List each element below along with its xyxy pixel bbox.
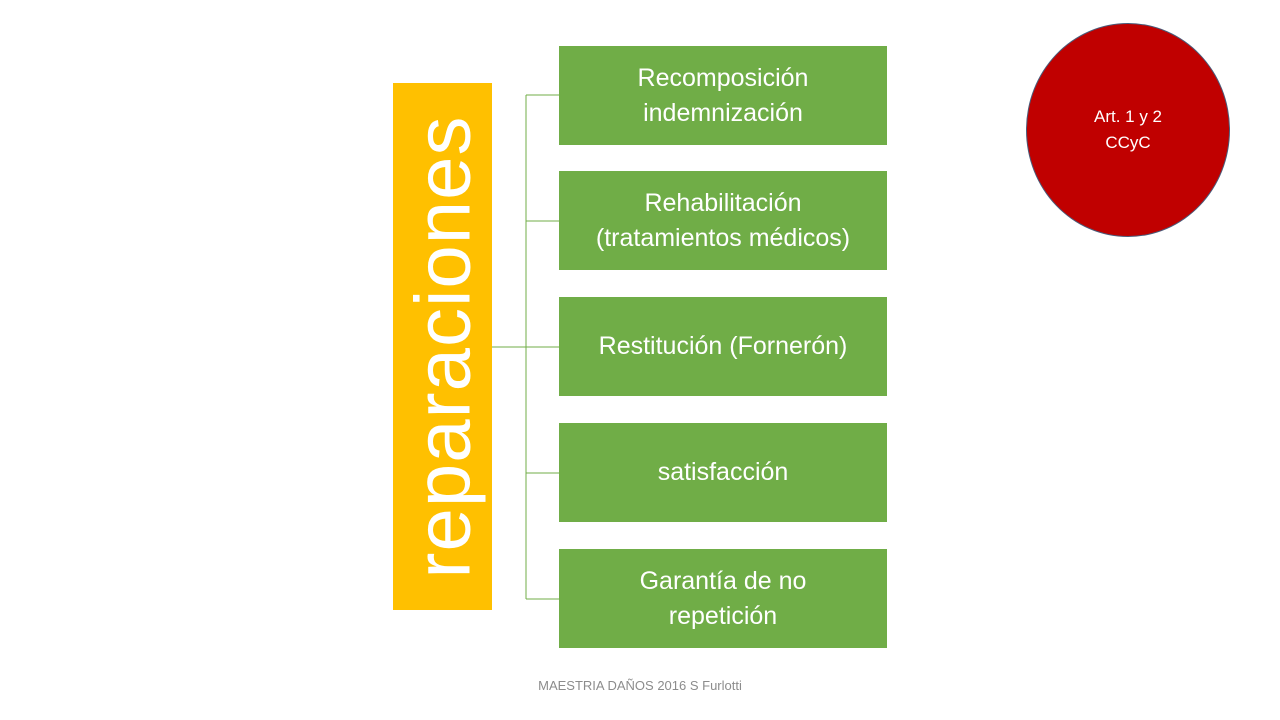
slide-footer: MAESTRIA DAÑOS 2016 S Furlotti (538, 678, 742, 693)
child-node-label: Rehabilitación (tratamientos médicos) (595, 189, 851, 252)
child-node-label: Recomposición indemnización (637, 64, 809, 127)
article-badge: Art. 1 y 2 CCyC (1026, 23, 1230, 237)
article-badge-label: Art. 1 y 2 CCyC (1093, 106, 1163, 152)
root-node-label: reparaciones (398, 115, 487, 578)
child-node-label: satisfacción (657, 458, 789, 487)
child-node-label: Garantía de no repetición (639, 567, 807, 630)
child-node-recomposicion: Recomposición indemnización (559, 46, 887, 145)
child-node-restitucion: Restitución (Fornerón) (559, 297, 887, 396)
child-node-label: Restitución (Fornerón) (598, 332, 848, 361)
child-node-satisfaccion: satisfacción (559, 423, 887, 522)
root-node: reparaciones (393, 83, 492, 610)
child-node-rehabilitacion: Rehabilitación (tratamientos médicos) (559, 171, 887, 270)
child-node-garantia: Garantía de no repetición (559, 549, 887, 648)
